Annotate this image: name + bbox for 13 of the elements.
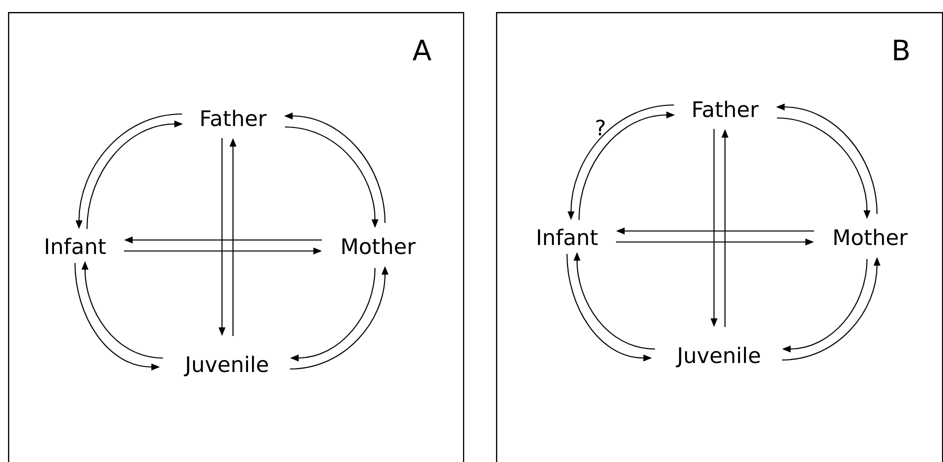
node-label: Juvenile bbox=[676, 346, 760, 368]
panel-frame bbox=[496, 12, 943, 462]
edge-label: ? bbox=[596, 120, 605, 136]
node-label: Infant bbox=[46, 238, 106, 254]
node-label: Father bbox=[694, 100, 759, 118]
node-label: Infant bbox=[538, 228, 598, 246]
panel-frame bbox=[8, 12, 464, 462]
node-label: Mother bbox=[342, 238, 416, 254]
node-label: Mother bbox=[834, 228, 908, 246]
node-label: Juvenile bbox=[184, 356, 268, 376]
panel-letter: B bbox=[894, 40, 909, 60]
node-label: Father bbox=[202, 110, 267, 126]
panel-letter: A bbox=[412, 40, 432, 60]
